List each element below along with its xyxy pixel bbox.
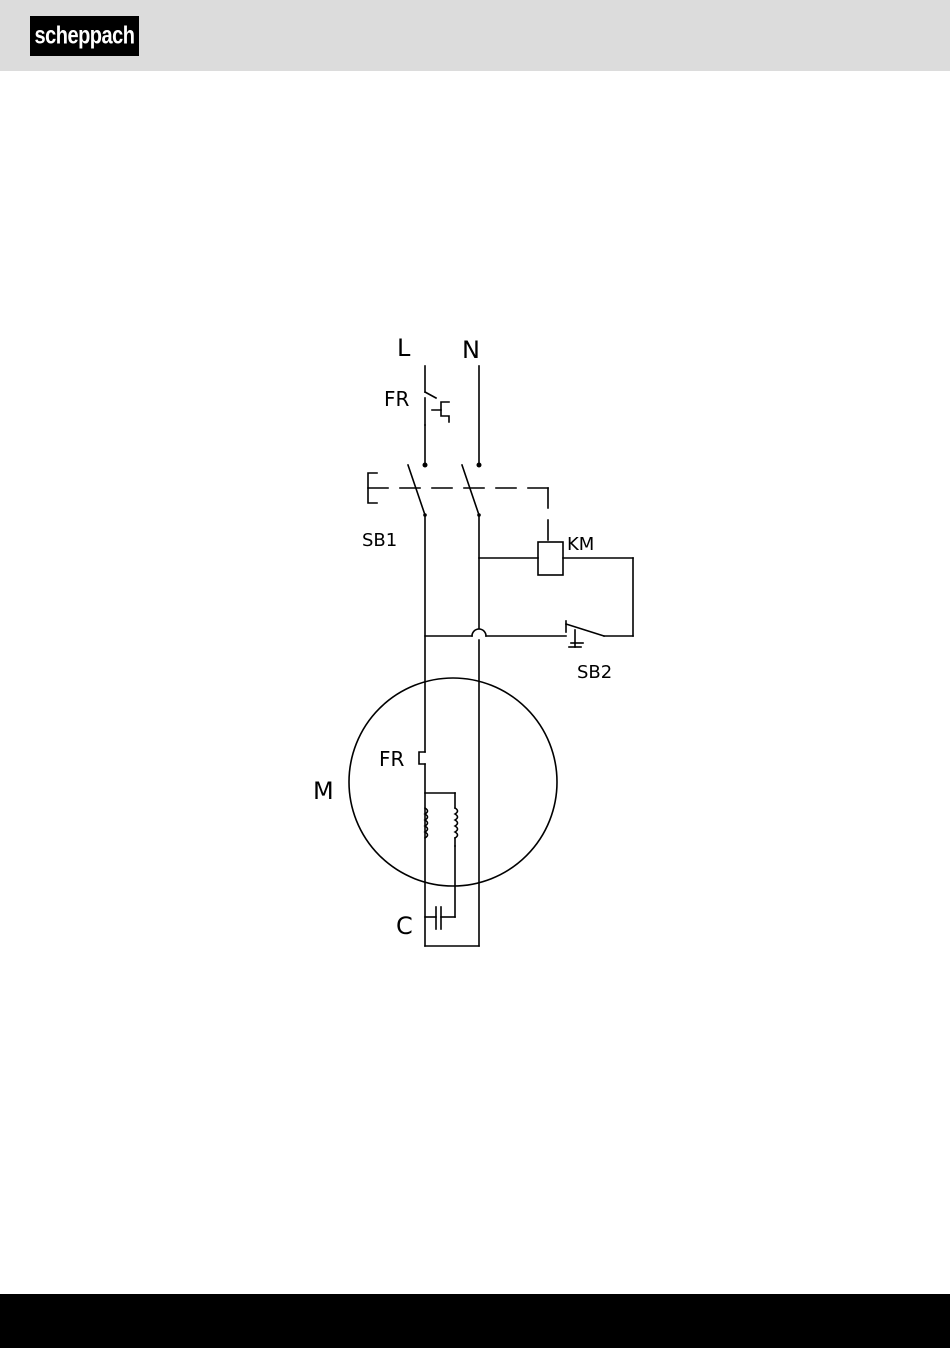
label-fr-top: FR [384, 387, 410, 411]
page-footer-bar [0, 1294, 950, 1348]
main-switch-sb1-symbol [368, 465, 548, 540]
motor-windings [425, 793, 458, 917]
label-sb1: SB1 [362, 530, 397, 551]
label-c: C [396, 912, 413, 940]
contactor-km-coil [479, 542, 633, 636]
control-line-with-sb2 [425, 621, 633, 647]
capacitor-c-symbol [425, 907, 455, 929]
thermal-overload-fr-symbol [425, 366, 449, 425]
motor-thermal-protector-fr [419, 752, 425, 946]
label-n: N [462, 336, 480, 364]
label-km: KM [567, 534, 594, 555]
label-fr-motor: FR [379, 747, 405, 771]
label-sb2: SB2 [577, 662, 612, 683]
label-l: L [397, 334, 411, 362]
label-m: M [313, 777, 334, 805]
motor-m-circle [349, 678, 557, 886]
junction-dots [423, 463, 482, 517]
